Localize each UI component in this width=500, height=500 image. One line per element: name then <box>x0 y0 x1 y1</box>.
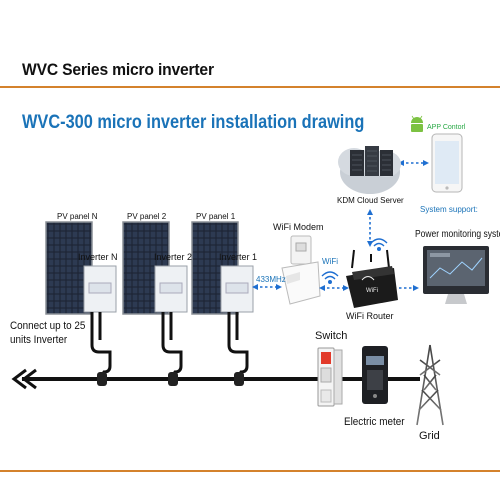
cloud-server-label: KDM Cloud Server <box>337 196 404 205</box>
pv-panel-n <box>45 221 117 386</box>
electric-meter-label: Electric meter <box>344 416 405 428</box>
smartphone-icon <box>431 133 463 193</box>
android-icon <box>411 115 423 132</box>
svg-text:WiFi: WiFi <box>366 288 378 294</box>
inverter-2-label: Inverter 2 <box>154 252 193 262</box>
wifi-router-icon: WiFi <box>346 249 398 308</box>
panel-1-label: PV panel 1 <box>196 212 236 221</box>
electric-meter-icon <box>362 346 388 404</box>
frequency-label: 433MHz <box>256 275 286 284</box>
series-title: WVC Series micro inverter <box>22 60 214 79</box>
footer-rule <box>0 470 500 472</box>
switch-label: Switch <box>315 330 348 342</box>
panel-2-label: PV panel 2 <box>127 212 167 221</box>
ac-trunk-line <box>11 368 420 390</box>
app-control-label: APP Contorl <box>427 124 466 131</box>
wifi-label: WiFi <box>322 257 338 266</box>
connect-note-line1: Connect up to 25 <box>10 320 86 332</box>
monitoring-label: Power monitoring system <box>415 229 500 240</box>
main-title: WVC-300 micro inverter installation draw… <box>22 112 365 133</box>
pv-panel-1 <box>191 221 254 386</box>
monitor-icon <box>423 246 489 304</box>
breaker-switch-icon <box>317 347 343 407</box>
grid-label: Grid <box>419 430 440 442</box>
system-support-label: System support: <box>420 205 478 214</box>
transmission-tower-icon <box>414 339 446 426</box>
header-rule <box>0 86 500 88</box>
wifi-signal-icon <box>321 271 339 285</box>
wifi-modem-icon <box>281 235 321 305</box>
wifi-modem-label: WiFi Modem <box>273 222 324 232</box>
inverter-1-label: Inverter 1 <box>219 252 258 262</box>
panel-n-label: PV panel N <box>57 212 98 221</box>
inverter-n-label: Inverter N <box>78 252 118 262</box>
wifi-signal-icon-2 <box>370 238 388 251</box>
wifi-router-label: WiFi Router <box>346 311 394 321</box>
cloud-server-icon <box>338 146 401 194</box>
pv-panel-2 <box>122 221 188 386</box>
connect-note-line2: units Inverter <box>10 334 68 346</box>
